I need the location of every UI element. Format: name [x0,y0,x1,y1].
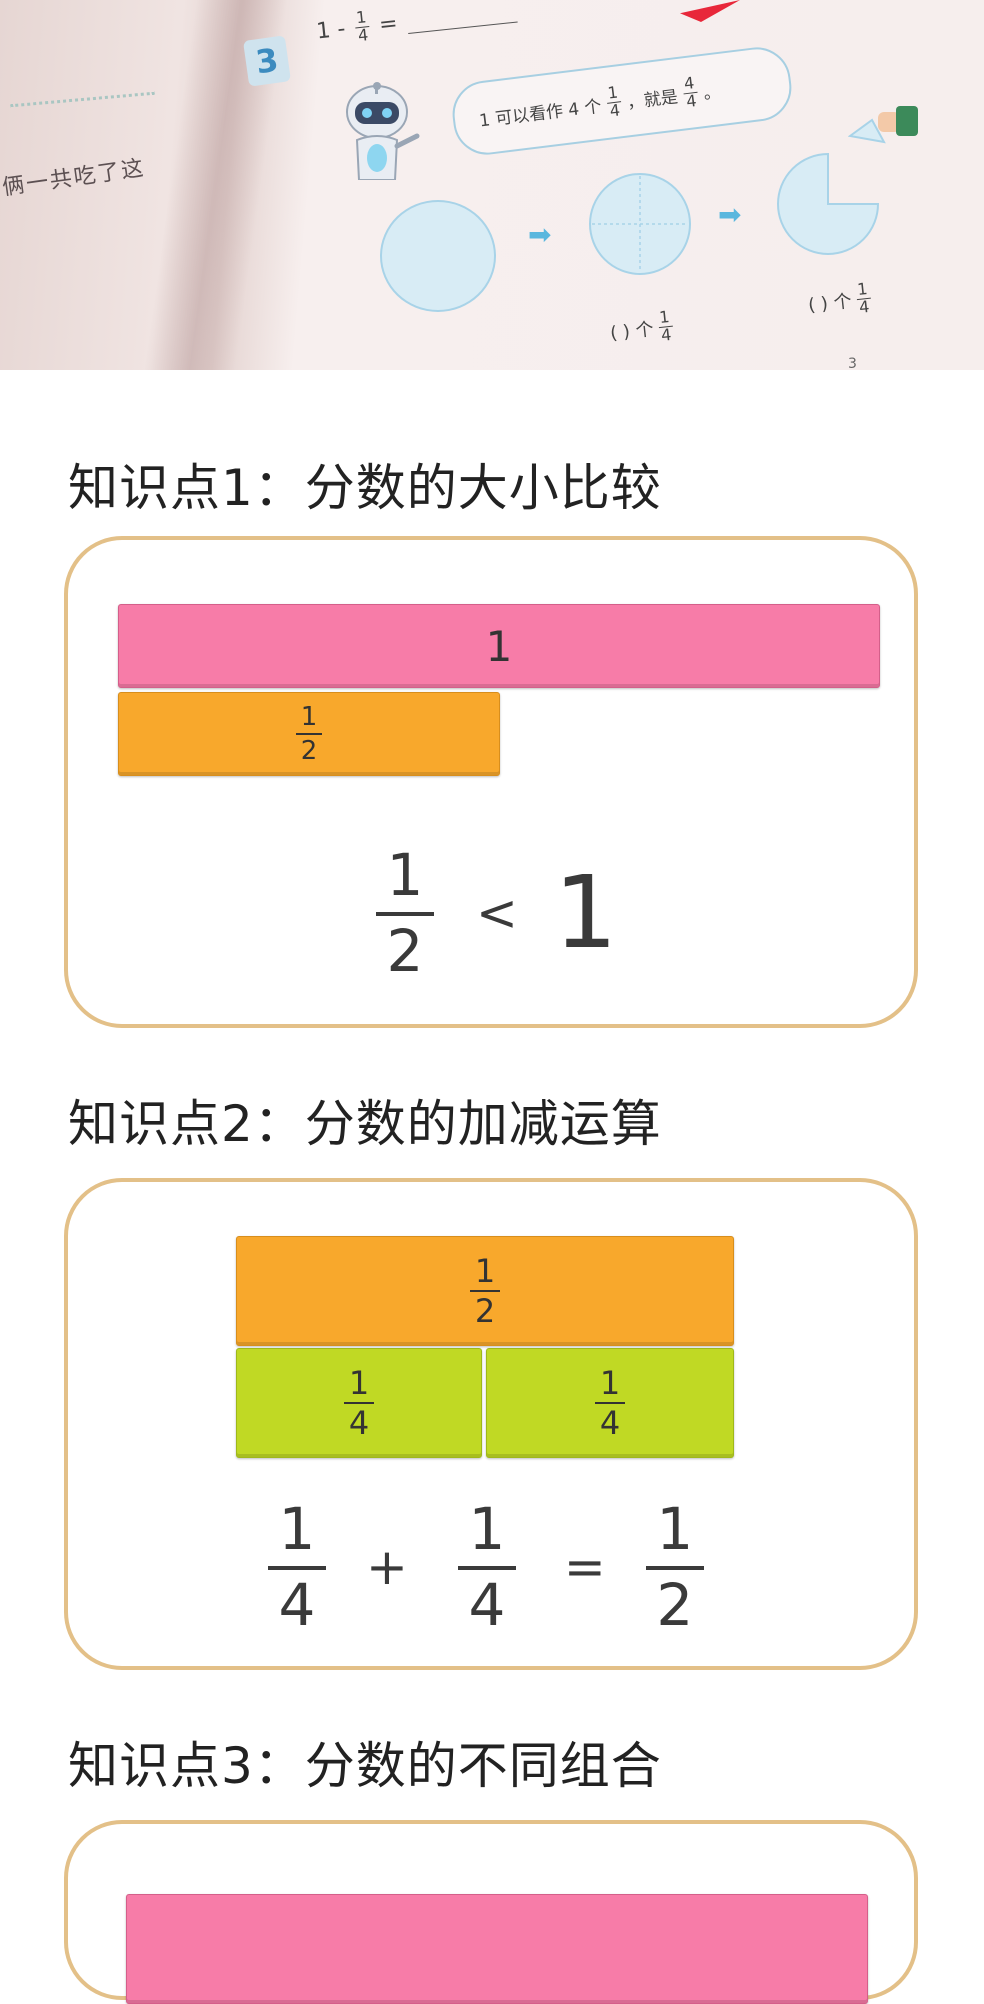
caption-fraction: 1 4 [657,307,675,345]
less-than-sign: < [476,884,518,942]
circle-caption-1: ( ) 个 1 4 [608,307,675,350]
whole-strip-label: 1 [485,621,513,671]
fraction-denominator: 2 [300,736,318,766]
fraction-denominator: 4 [858,296,871,317]
eq-addend-a: 1 4 [268,1500,326,1634]
fraction-numerator: 1 [474,1252,496,1290]
half-strip: 1 2 [236,1236,734,1346]
fraction-denominator: 4 [278,1571,316,1639]
fraction-denominator: 4 [685,90,698,111]
fraction-denominator: 2 [474,1292,496,1330]
quarter-strip-b: 1 4 [486,1348,734,1458]
eq-right-value: 1 [553,854,618,971]
caption-fraction: 1 4 [855,279,873,317]
fraction-numerator: 1 [606,82,619,103]
section-3-title: 知识点3：分数的不同组合 [68,1737,662,1795]
addition-equation: 1 4 + 1 4 = 1 2 [268,1500,704,1634]
answer-blank [406,0,519,34]
fraction-denominator: 4 [468,1571,506,1639]
fraction-numerator: 1 [468,1495,506,1563]
page-number: 3 [848,356,857,370]
speech-bubble: 1 可以看作 4 个 1 4 ，就是 4 4 。 [448,43,796,159]
equals-sign: = [563,1538,606,1596]
question-number-badge: 3 [243,35,291,87]
fraction-denominator: 4 [357,24,370,45]
fraction-numerator: 1 [386,841,424,909]
arrow-right-icon: ➡ [528,218,552,251]
arrow-right-icon: ➡ [718,198,742,231]
fraction-numerator: 1 [300,702,318,732]
eq-result: 1 2 [645,1495,704,1639]
fraction-denominator: 4 [608,99,622,120]
red-corner-decoration [680,0,740,22]
eq-left-fraction: 1 2 [376,846,434,980]
section-2-title: 知识点2：分数的加减运算 [68,1095,662,1153]
section-1-title: 知识点1：分数的大小比较 [68,459,662,517]
section-1-panel: 1 1 2 1 2 < 1 [64,536,918,1028]
fraction-numerator: 1 [656,1495,694,1563]
textbook-photo: 俩一共吃了这 3 1 - 1 4 = 1 可以看作 4 个 1 4 ，就是 4 [0,0,984,370]
half-strip-fraction: 1 2 [470,1255,500,1327]
fraction-denominator: 2 [386,917,424,985]
left-page-text: 俩一共吃了这 [0,155,147,201]
quartered-circle [589,173,691,275]
quarter-strip-fraction: 1 4 [344,1367,374,1439]
question-equals: = [377,10,399,38]
three-quarter-circle [777,152,880,255]
half-strip: 1 2 [118,692,500,776]
fraction-denominator: 4 [660,324,673,345]
bubble-text-end: 。 [702,81,722,104]
whole-strip: 1 [118,604,880,688]
comparison-equation: 1 2 < 1 [376,846,618,980]
caption-prefix: ( ) 个 [609,319,655,345]
dotted-divider [10,91,155,108]
whole-circle [380,200,496,312]
bubble-text-prefix: 1 可以看作 4 个 [478,96,603,131]
question-lead: 1 - [315,16,347,45]
bubble-text-mid: ，就是 [625,86,679,113]
whole-strip [126,1894,868,2004]
fraction-denominator: 4 [348,1404,370,1442]
fraction-numerator: 1 [599,1364,621,1402]
fraction-denominator: 2 [656,1571,694,1639]
caption-prefix: ( ) 个 [807,291,853,317]
hand-holding-quarter-icon [848,106,918,144]
section-3-panel [64,1820,918,2004]
fraction-numerator: 4 [682,72,696,93]
plus-sign: + [366,1538,408,1596]
question-expression: 1 - 1 4 = [315,0,519,49]
quarter-strip-a: 1 4 [236,1348,482,1458]
fraction-denominator: 4 [599,1404,621,1442]
half-strip-fraction: 1 2 [296,704,322,764]
bubble-fraction-a: 1 4 [605,82,623,120]
eq-addend-b: 1 4 [457,1495,516,1639]
section-2-panel: 1 2 1 4 1 4 1 4 + 1 4 = 1 [64,1178,918,1670]
fraction-numerator: 1 [348,1364,370,1402]
question-fraction: 1 4 [353,7,371,45]
quarter-strip-fraction: 1 4 [595,1367,625,1439]
robot-icon [346,82,420,180]
bubble-fraction-b: 4 4 [681,72,699,111]
circle-caption-2: ( ) 个 1 4 [806,279,873,322]
fraction-numerator: 1 [278,1495,316,1563]
